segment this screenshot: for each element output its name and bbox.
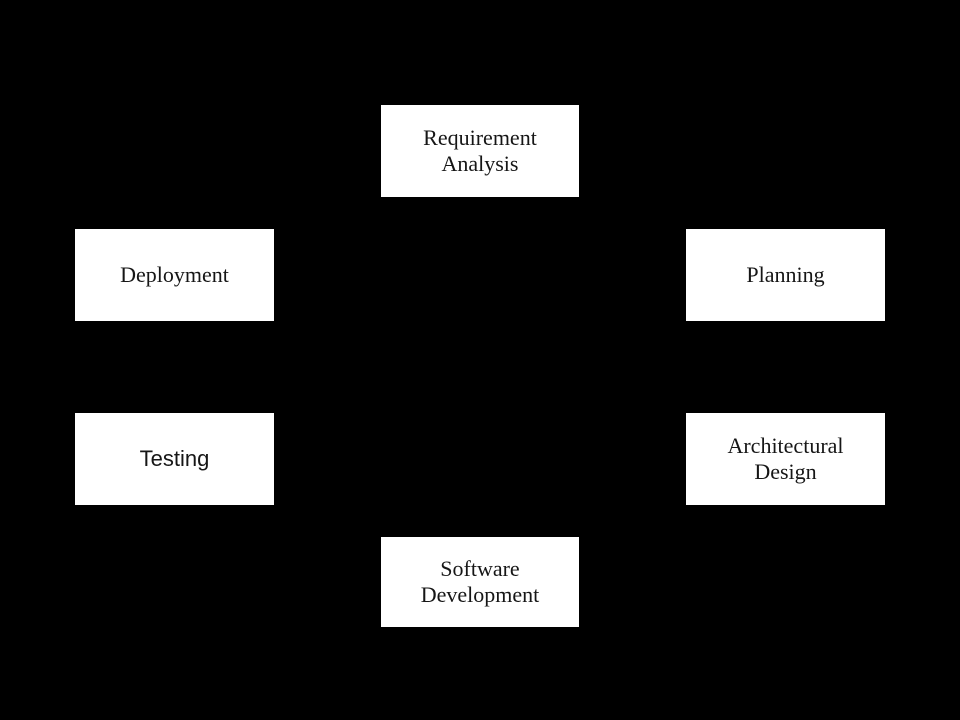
node-deployment-label: Deployment [120, 262, 229, 288]
node-software-development: Software Development [381, 537, 579, 627]
node-software-development-label: Software Development [420, 556, 540, 607]
node-requirement-analysis: Requirement Analysis [381, 105, 579, 197]
node-deployment: Deployment [75, 229, 274, 321]
node-planning: Planning [686, 229, 885, 321]
node-architectural-design: Architectural Design [686, 413, 885, 505]
node-testing-label: Testing [139, 446, 210, 472]
node-testing: Testing [75, 413, 274, 505]
node-requirement-analysis-label: Requirement Analysis [423, 125, 537, 176]
node-planning-label: Planning [746, 262, 825, 288]
node-architectural-design-label: Architectural Design [727, 433, 844, 484]
